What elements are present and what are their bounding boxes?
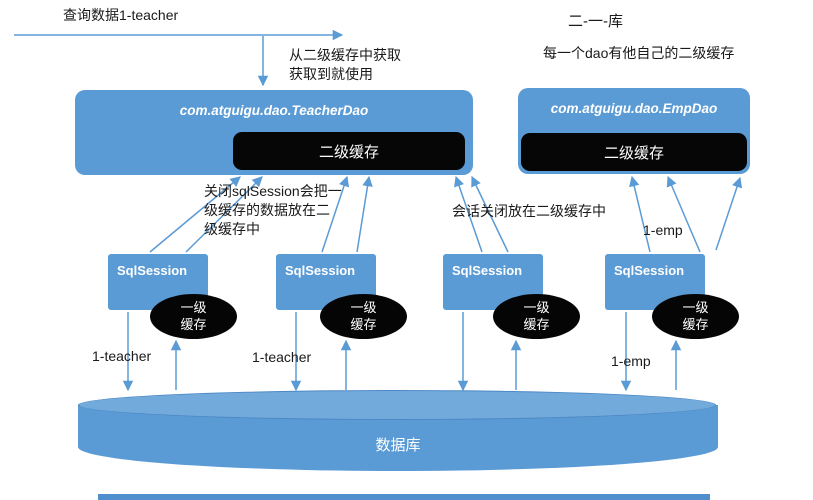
teacher-second-level-cache: 二级缓存 [233,132,465,170]
bottom-edge-strip [98,494,710,500]
database-cylinder: 数据库 [78,390,718,482]
sqlsession-title-4: SqlSession [614,263,685,278]
emp-dao-title: com.atguigu.dao.EmpDao [550,101,718,116]
teacher-flow-label-1: 1-teacher [92,348,152,364]
teacher-flow-label-2: 1-teacher [252,349,312,365]
database-label: 数据库 [375,437,421,454]
teacher-dao-box: com.atguigu.dao.TeacherDao 二级缓存 [75,90,473,175]
sqlsession-title-1: SqlSession [117,263,188,278]
session-close-note: 会话关闭放在二级缓存中 [452,203,606,219]
teacher-dao-title: com.atguigu.dao.TeacherDao [179,103,369,118]
top-right-note-2: 每一个dao有他自己的二级缓存 [543,45,735,61]
first-level-cache-4: 一级 缓存 [652,294,739,339]
emp-top-label: 1-emp [643,222,683,238]
first-level-cache-3: 一级 缓存 [493,294,580,339]
first-level-cache-2: 一级 缓存 [320,294,407,339]
query-flow-label: 查询数据1-teacher [63,7,179,23]
emp-dao-box: com.atguigu.dao.EmpDao 二级缓存 [518,88,750,174]
sqlsession-title-2: SqlSession [285,263,356,278]
sqlsession-title-3: SqlSession [452,263,523,278]
emp-second-level-cache: 二级缓存 [521,133,747,171]
emp-bottom-label: 1-emp [611,353,651,369]
from-second-cache-note: 从二级缓存中获取 获取到就使用 [289,47,401,82]
database-cylinder-top [78,390,716,420]
first-level-cache-1: 一级 缓存 [150,294,237,339]
close-session-note: 关闭sqlSession会把一 级缓存的数据放在二 级缓存中 [204,183,342,237]
top-right-note-1: 二-一-库 [568,13,623,30]
